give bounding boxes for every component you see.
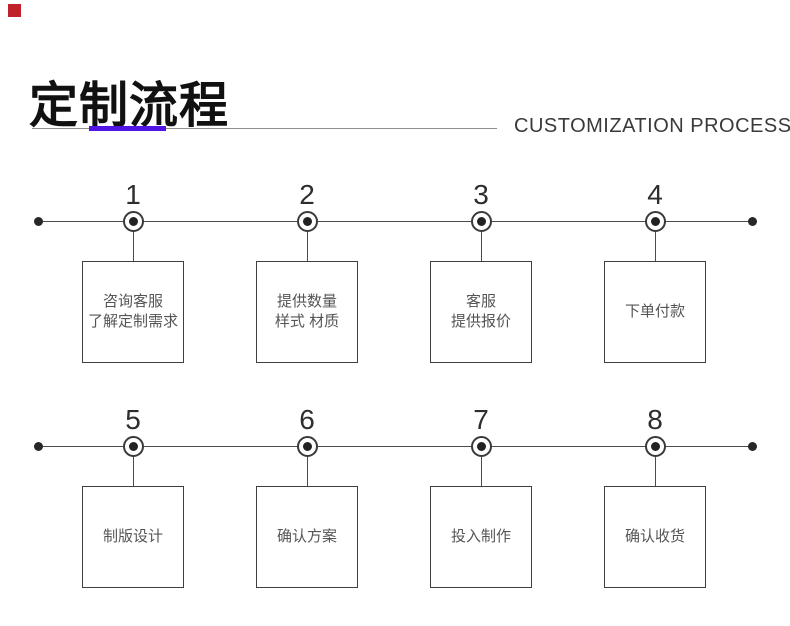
- step-number: 6: [299, 404, 315, 435]
- timeline-node-icon: [470, 436, 492, 457]
- timeline-line: [38, 221, 753, 222]
- step-label-line1: 确认方案: [276, 528, 337, 545]
- step-number: 5: [125, 404, 141, 435]
- step-box: 提供数量 样式 材质: [256, 261, 358, 363]
- page-subtitle: CUSTOMIZATION PROCESS: [514, 115, 790, 137]
- step-label-line1: 制版设计: [102, 528, 163, 545]
- step-number: 1: [125, 179, 141, 210]
- timeline-line: [38, 446, 753, 447]
- step-3: 3 客服 提供报价: [416, 180, 546, 363]
- connector-line: [654, 232, 656, 261]
- timeline-node-icon: [122, 436, 144, 457]
- step-number: 7: [473, 404, 489, 435]
- timeline-node-icon: [296, 211, 318, 232]
- step-box: 确认方案: [256, 486, 358, 588]
- timeline-node-icon: [296, 436, 318, 457]
- step-8: 8 确认收货: [590, 405, 720, 588]
- timeline-endpoint-dot: [34, 217, 43, 226]
- step-7: 7 投入制作: [416, 405, 546, 588]
- step-label-line2: 样式 材质: [274, 313, 340, 330]
- step-box: 咨询客服 了解定制需求: [82, 261, 184, 363]
- step-label-line1: 提供数量: [276, 293, 337, 310]
- timeline-node-icon: [470, 211, 492, 232]
- red-square-icon: [8, 4, 21, 17]
- timeline-node-icon: [122, 211, 144, 232]
- step-box: 投入制作: [430, 486, 532, 588]
- step-number: 4: [647, 179, 663, 210]
- step-box: 确认收货: [604, 486, 706, 588]
- connector-line: [480, 232, 482, 261]
- step-label-line1: 咨询客服: [102, 293, 163, 310]
- step-box: 制版设计: [82, 486, 184, 588]
- connector-line: [132, 232, 134, 261]
- connector-line: [480, 457, 482, 486]
- step-number: 2: [299, 179, 315, 210]
- step-6: 6 确认方案: [242, 405, 372, 588]
- step-1: 1 咨询客服 了解定制需求: [68, 180, 198, 363]
- step-label-line1: 投入制作: [450, 528, 511, 545]
- step-2: 2 提供数量 样式 材质: [242, 180, 372, 363]
- connector-line: [654, 457, 656, 486]
- step-label-line1: 客服: [465, 293, 496, 310]
- step-box: 客服 提供报价: [430, 261, 532, 363]
- step-label-line1: 下单付款: [624, 303, 685, 320]
- timeline-endpoint-dot: [34, 442, 43, 451]
- step-5: 5 制版设计: [68, 405, 198, 588]
- timeline-node-icon: [644, 436, 666, 457]
- step-label-line2: 了解定制需求: [87, 313, 178, 330]
- timeline-endpoint-dot: [748, 217, 757, 226]
- step-box: 下单付款: [604, 261, 706, 363]
- step-number: 3: [473, 179, 489, 210]
- step-label-line1: 确认收货: [624, 528, 685, 545]
- timeline-endpoint-dot: [748, 442, 757, 451]
- page-title: 定制流程: [29, 78, 230, 133]
- purple-accent-bar: [89, 126, 166, 131]
- divider-line: [32, 128, 497, 129]
- timeline-node-icon: [644, 211, 666, 232]
- connector-line: [306, 232, 308, 261]
- step-number: 8: [647, 404, 663, 435]
- connector-line: [306, 457, 308, 486]
- step-4: 4 下单付款: [590, 180, 720, 363]
- connector-line: [132, 457, 134, 486]
- step-label-line2: 提供报价: [450, 313, 511, 330]
